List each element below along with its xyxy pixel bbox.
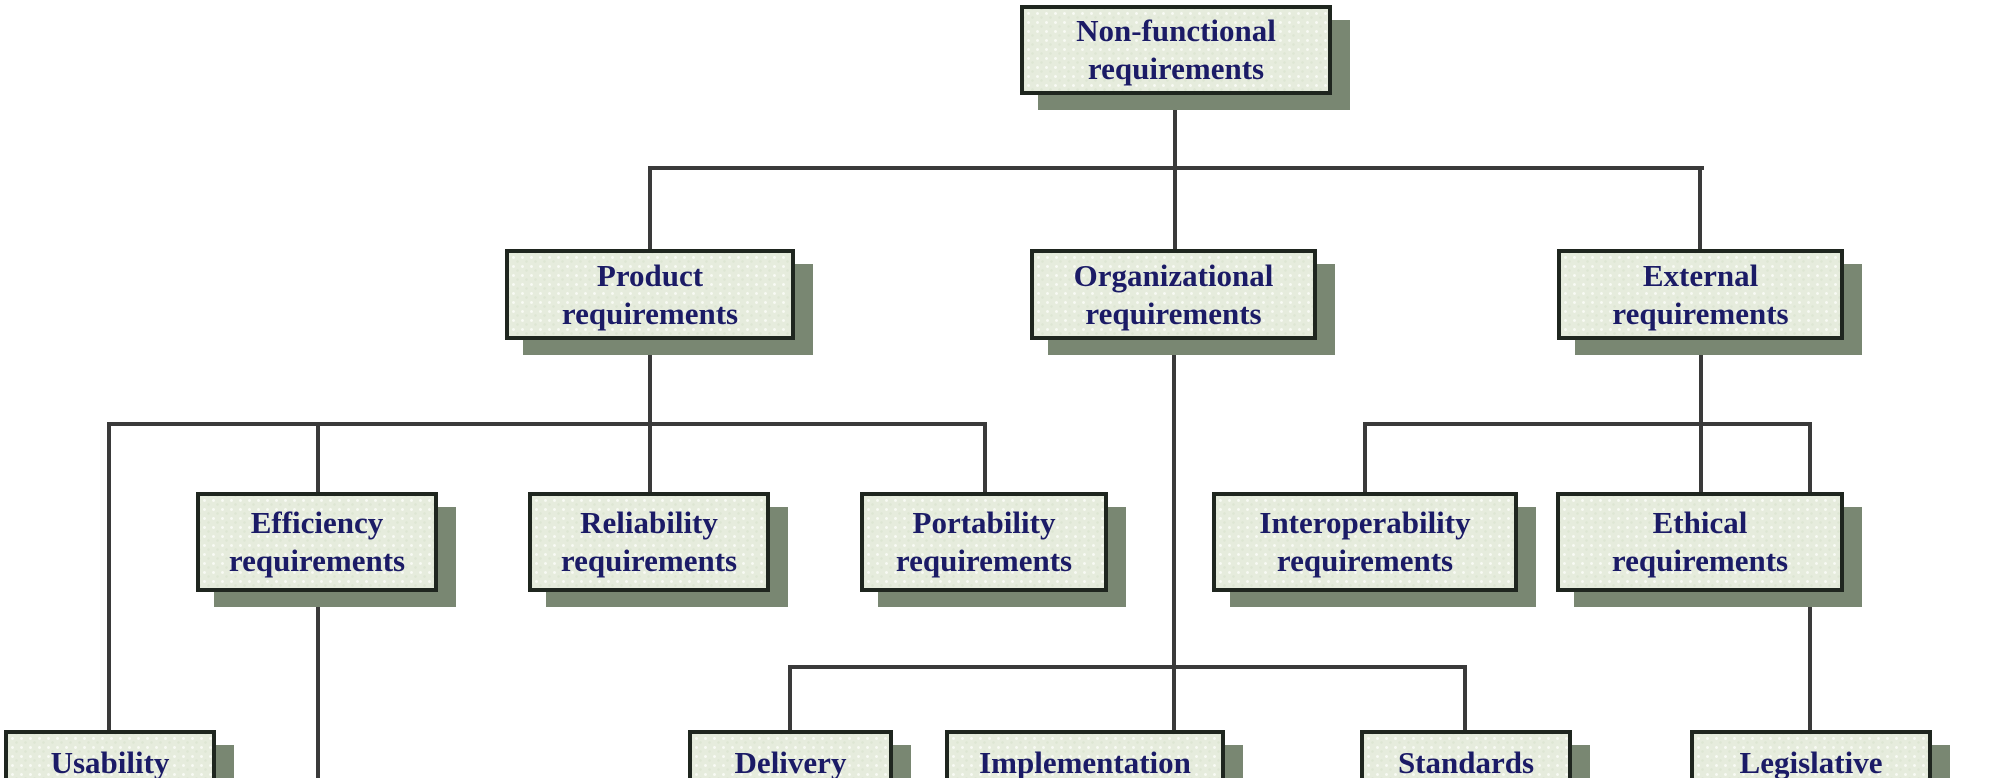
edge-to-usability: [107, 422, 111, 730]
node-ethical-requirements: Ethical requirements: [1556, 492, 1844, 592]
edge-to-product: [648, 166, 652, 252]
node-organizational-requirements: Organizational requirements: [1030, 249, 1317, 340]
node-label: requirements: [1612, 295, 1789, 331]
node-delivery-requirements: Delivery: [688, 730, 893, 778]
edge-to-organizational: [1173, 166, 1177, 252]
node-label: Reliability: [580, 505, 718, 540]
edge-to-portability: [983, 422, 987, 496]
node-label: Interoperability: [1259, 505, 1471, 540]
node-label: Organizational: [1073, 257, 1274, 293]
node-label: Portability: [912, 505, 1056, 540]
node-label: Product: [596, 257, 704, 293]
node-label: requirements: [1085, 295, 1262, 331]
node-label: Efficiency: [250, 505, 384, 540]
node-label: requirements: [228, 543, 406, 578]
edge-organizational-stem: [1172, 340, 1176, 730]
node-label: requirements: [1087, 51, 1265, 86]
node-label: requirements: [560, 543, 738, 578]
node-label: Delivery: [734, 745, 847, 778]
edge-efficiency-cutoff: [316, 592, 320, 778]
node-external-requirements: External requirements: [1557, 249, 1844, 340]
edge-to-efficiency: [316, 422, 320, 496]
node-label: requirements: [561, 295, 739, 331]
node-label: requirements: [1611, 543, 1789, 578]
node-interoperability-requirements: Interoperability requirements: [1212, 492, 1518, 592]
node-label: Usability: [50, 745, 170, 778]
edge-organizational-bus: [788, 665, 1467, 669]
edge-product-bus: [107, 422, 987, 426]
node-implementation-requirements: Implementation: [945, 730, 1225, 778]
edge-to-external: [1698, 166, 1702, 252]
node-reliability-requirements: Reliability requirements: [528, 492, 770, 592]
node-product-requirements: Product requirements: [505, 249, 795, 340]
node-label: Standards: [1397, 745, 1535, 778]
edge-to-interoperability: [1363, 422, 1367, 496]
node-non-functional-requirements: Non-functional requirements: [1020, 5, 1332, 95]
node-usability-requirements: Usability: [4, 730, 216, 778]
node-standards-requirements: Standards: [1360, 730, 1572, 778]
edge-external-bus: [1363, 422, 1812, 426]
node-label: Ethical: [1652, 505, 1748, 540]
edge-to-standards: [1463, 665, 1467, 733]
node-label: Legislative: [1739, 745, 1883, 778]
node-label: requirements: [1276, 543, 1454, 578]
node-efficiency-requirements: Efficiency requirements: [196, 492, 438, 592]
node-portability-requirements: Portability requirements: [860, 492, 1108, 592]
node-label: Implementation: [979, 745, 1191, 778]
edge-to-delivery: [788, 665, 792, 733]
node-label: External: [1642, 257, 1759, 293]
node-label: requirements: [895, 543, 1073, 578]
edge-product-stem: [648, 340, 652, 492]
edge-root-stem: [1173, 95, 1177, 170]
node-legislative-requirements: Legislative: [1690, 730, 1932, 778]
node-label: Non-functional: [1076, 13, 1276, 48]
edge-external-stem: [1699, 340, 1703, 492]
